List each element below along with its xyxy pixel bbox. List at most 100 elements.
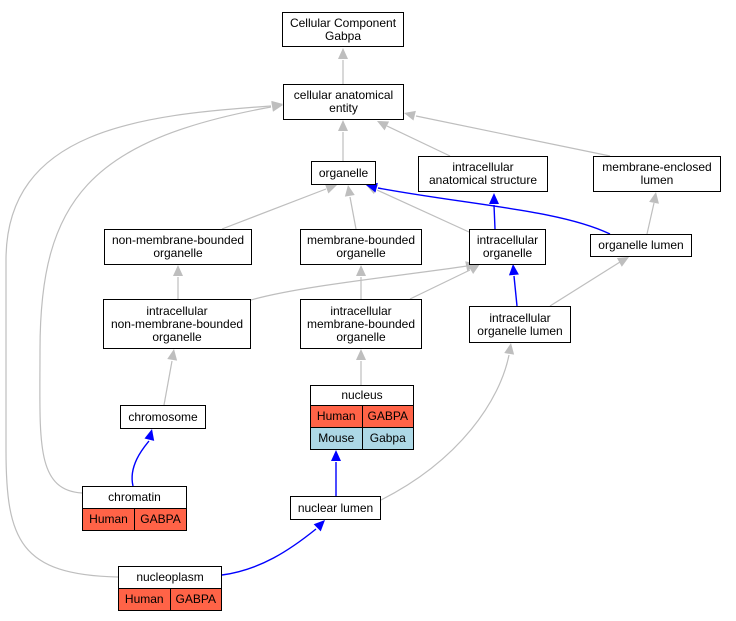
arrowhead <box>338 48 348 59</box>
node-label-line: organelle <box>152 329 202 344</box>
node-label-line: non-membrane-bounded <box>110 316 244 331</box>
node-label-line: nuclear lumen <box>297 500 374 515</box>
node-label-line: organelle <box>318 165 369 180</box>
node-label-line: cellular anatomical <box>293 88 394 102</box>
edge-is-a-nucleus-to-imbo <box>356 349 366 385</box>
node-title: nucleus <box>311 386 413 405</box>
node-title: chromosome <box>121 406 205 428</box>
edge-is-a-ol-to-mel <box>646 192 659 235</box>
node-label-line: membrane-enclosed <box>602 160 712 174</box>
arrowhead <box>366 182 378 193</box>
node-ol[interactable]: organelle lumen <box>590 234 692 257</box>
node-label-line: intracellular <box>476 233 539 247</box>
edge-part-of-chromatin-to-chromosome <box>131 429 155 487</box>
node-label-line: organelle <box>336 329 386 344</box>
node-label-line: organelle <box>153 246 203 260</box>
edge-is-a-iol-to-ol <box>549 257 629 307</box>
edge-is-a-imbo-to-mbo <box>356 265 366 299</box>
edge-part-of-iol-to-io <box>508 264 519 307</box>
node-organelle[interactable]: organelle <box>311 161 376 185</box>
species-cell: Human <box>311 406 362 427</box>
edge-is-a-imbo-to-io <box>409 264 480 300</box>
node-nl[interactable]: nuclear lumen <box>290 496 381 520</box>
edge-is-a-mbo-to-organelle <box>344 185 357 230</box>
gene-cell: GABPA <box>134 509 186 530</box>
node-label-line: organelle <box>482 246 533 260</box>
node-title: nuclear lumen <box>291 497 380 519</box>
edge-is-a-ias-to-cae <box>377 121 451 157</box>
edge-part-of-nl-to-nucleus <box>331 450 341 496</box>
edge-is-a-chromosome-to-inmbo <box>163 349 178 406</box>
arrowhead <box>504 343 515 355</box>
edge-part-of-ol-to-organelle <box>366 182 611 235</box>
arrowhead <box>649 192 659 204</box>
edge-is-a-chromatin-to-cae <box>39 101 283 494</box>
arrowhead <box>173 265 183 276</box>
edge-is-a-cae-to-root <box>338 48 348 84</box>
node-label-line: intracellular <box>146 303 208 318</box>
node-label-line: nucleoplasm <box>136 570 204 584</box>
species-cell: Human <box>119 589 170 610</box>
arrowhead <box>331 450 341 461</box>
node-label-line: intracellular <box>489 310 551 325</box>
node-chromosome[interactable]: chromosome <box>120 405 206 429</box>
edge-part-of-nucleoplasm-to-nl <box>221 520 325 576</box>
node-label-line: entity <box>329 101 358 115</box>
node-label-line: membrane-bounded <box>306 233 416 247</box>
edge-is-a-nucleoplasm-to-cae <box>5 100 283 578</box>
arrowhead <box>167 349 178 361</box>
node-label-line: organelle <box>336 246 386 260</box>
gene-cell: GABPA <box>169 589 221 610</box>
node-title: organelle <box>312 162 375 184</box>
node-label-line: nucleus <box>341 388 383 402</box>
node-label-line: intracellular <box>452 160 514 174</box>
arrowhead <box>404 110 416 121</box>
node-title: nucleoplasm <box>119 567 221 588</box>
node-title: chromatin <box>83 487 186 508</box>
node-label-line: organelle lumen <box>477 323 563 338</box>
node-label-line: chromatin <box>108 490 161 504</box>
node-label-line: anatomical structure <box>428 173 538 187</box>
arrowhead <box>508 264 519 276</box>
arrowhead <box>344 185 355 197</box>
edge-is-a-inmbo-to-nmbo <box>173 265 183 299</box>
node-label-line: non-membrane-bounded <box>111 233 245 247</box>
node-label-line: lumen <box>640 173 674 187</box>
arrowhead <box>616 257 629 267</box>
gene-cell: GABPA <box>361 406 413 427</box>
node-label-line: membrane-bounded <box>306 316 416 331</box>
edge-is-a-mel-to-cae <box>404 110 611 157</box>
arrowhead <box>144 429 155 441</box>
edge-is-a-io-to-organelle <box>366 185 470 233</box>
arrowhead <box>271 100 283 111</box>
arrowhead <box>377 121 390 131</box>
arrowhead <box>324 184 337 194</box>
species-cell: Human <box>83 509 134 530</box>
arrowhead <box>467 264 480 274</box>
edge-is-a-inmbo-to-io <box>250 261 477 301</box>
